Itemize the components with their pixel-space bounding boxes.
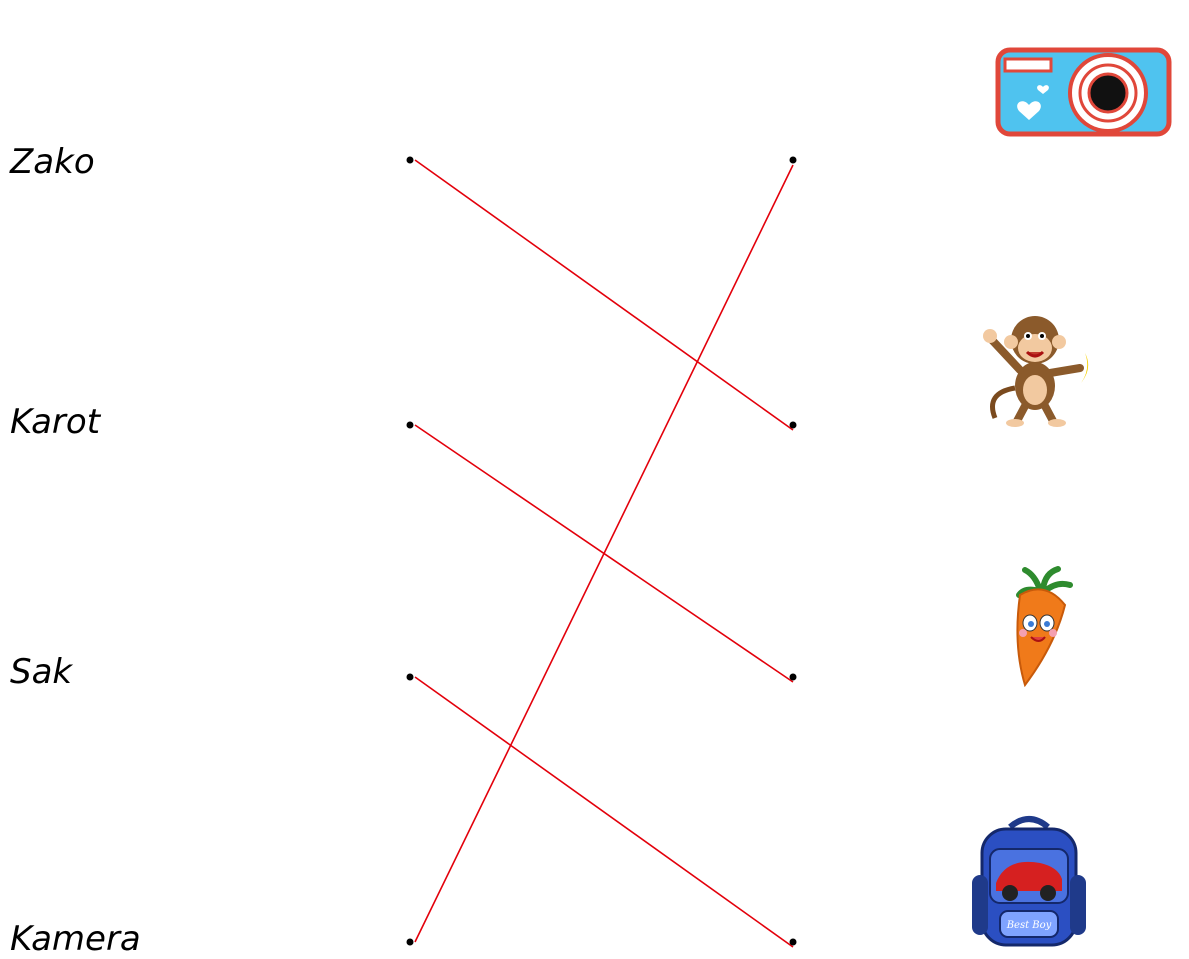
- right-dot-3[interactable]: [790, 674, 797, 681]
- match-line-zako-monkey: [415, 160, 793, 430]
- carrot-icon: [995, 565, 1080, 687]
- monkey-icon: [975, 308, 1115, 428]
- backpack-icon: Best Boy: [970, 815, 1088, 950]
- match-line-sak-backpack: [415, 677, 793, 947]
- left-dot-3[interactable]: [407, 674, 414, 681]
- match-line-kamera-camera: [415, 165, 793, 942]
- left-dot-1[interactable]: [407, 157, 414, 164]
- svg-text:Best Boy: Best Boy: [1006, 920, 1052, 931]
- camera-icon: [995, 47, 1175, 137]
- right-dot-1[interactable]: [790, 157, 797, 164]
- right-dot-2[interactable]: [790, 422, 797, 429]
- left-dot-4[interactable]: [407, 939, 414, 946]
- right-dot-4[interactable]: [790, 939, 797, 946]
- left-dot-2[interactable]: [407, 422, 414, 429]
